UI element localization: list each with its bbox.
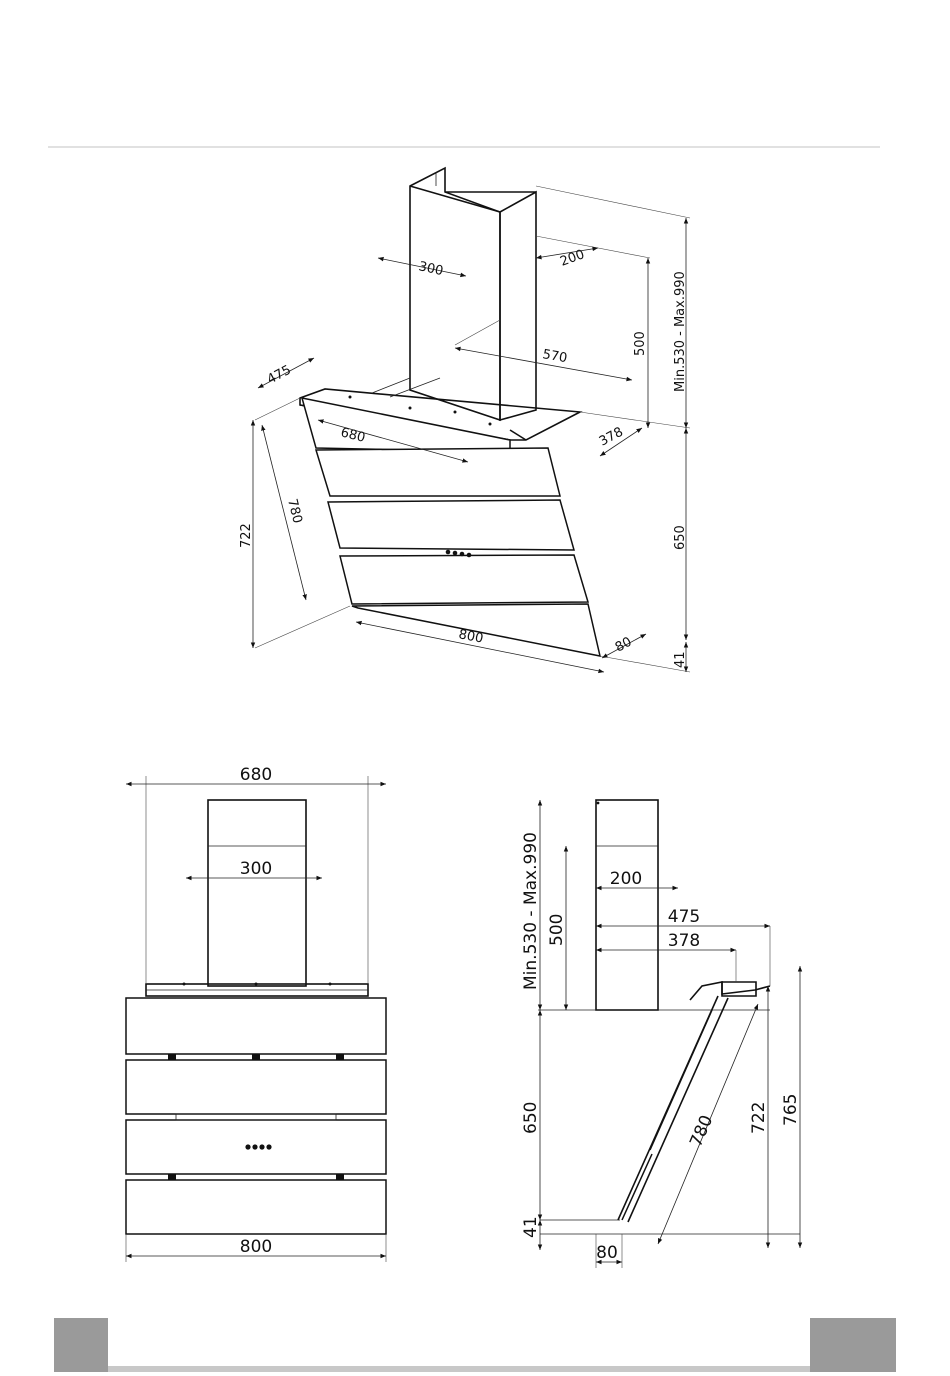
- footer-right-block: [810, 1318, 896, 1372]
- front-dim-chimney-width: 300: [240, 859, 272, 879]
- side-dim-top-depth: 378: [668, 931, 700, 951]
- side-view: Min.530 - Max.990 500 200 475 378 650 78…: [521, 800, 801, 1268]
- front-control-dot: [259, 1144, 264, 1149]
- isometric-view: 300 200 500 Min.530 - Max.990 570 475 68…: [239, 168, 690, 672]
- side-body: [618, 982, 770, 1222]
- side-dim-glass-length: 780: [686, 1112, 717, 1150]
- iso-control-dot: [446, 550, 451, 555]
- front-view: 680 300 800: [126, 765, 386, 1262]
- side-dim-bottom-depth: 80: [596, 1243, 618, 1263]
- side-dim-glass-vertical: 722: [749, 1102, 769, 1134]
- side-dimension-lines: [540, 800, 800, 1268]
- front-control-dot: [252, 1144, 257, 1149]
- iso-dim-top-depth: 378: [597, 425, 626, 450]
- side-dim-chimney-height: 500: [547, 914, 567, 946]
- iso-dim-chimney-width: 300: [417, 259, 444, 279]
- iso-control-dot: [460, 552, 465, 557]
- iso-dim-chimney-depth: 200: [558, 247, 586, 270]
- iso-dim-bottom-height: 41: [673, 651, 688, 668]
- iso-dim-glass-vertical: 722: [239, 523, 254, 548]
- iso-control-dot: [453, 551, 458, 556]
- front-glass-panels: [126, 998, 386, 1234]
- footer-left-block: [54, 1318, 108, 1372]
- side-dim-overall-height: 765: [781, 1094, 801, 1126]
- iso-dim-bottom-depth: 80: [613, 635, 635, 656]
- side-dim-bracket-depth: 475: [668, 907, 700, 927]
- iso-dim-body-height: 650: [673, 525, 688, 550]
- front-control-dot: [266, 1144, 271, 1149]
- front-dim-bottom-width: 800: [240, 1237, 272, 1257]
- iso-dim-total-height: Min.530 - Max.990: [673, 271, 688, 392]
- front-dim-top-width: 680: [240, 765, 272, 785]
- side-dim-body-height: 650: [521, 1102, 541, 1134]
- front-control-dot: [245, 1144, 250, 1149]
- iso-dim-bracket-depth: 475: [265, 363, 294, 388]
- iso-control-dot: [467, 553, 472, 558]
- footer-line: [108, 1366, 810, 1372]
- side-dim-bottom-height: 41: [521, 1216, 541, 1238]
- side-dim-chimney-depth: 200: [610, 869, 642, 889]
- iso-dim-glass-length: 780: [284, 497, 305, 525]
- side-dim-total-height: Min.530 - Max.990: [521, 832, 541, 990]
- iso-dim-chimney-height: 500: [633, 331, 648, 356]
- front-top-box: [146, 983, 368, 997]
- iso-dim-bracket-width: 570: [541, 347, 568, 366]
- front-chimney: [208, 800, 306, 986]
- side-chimney: [596, 800, 658, 1010]
